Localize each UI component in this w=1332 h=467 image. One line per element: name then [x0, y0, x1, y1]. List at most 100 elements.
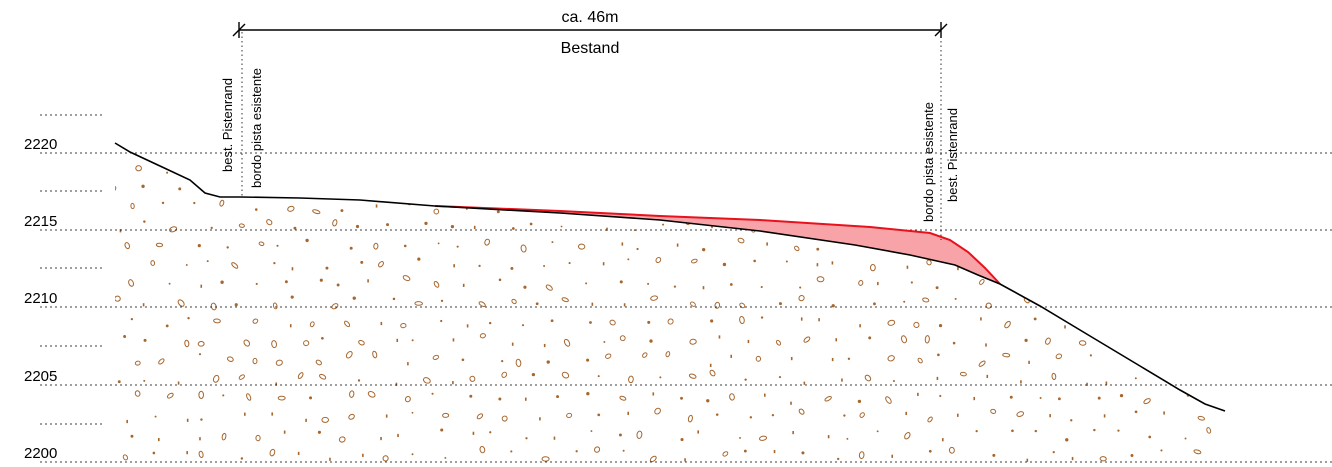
soil-pebble — [326, 190, 330, 194]
soil-pebble — [446, 182, 454, 187]
soil-pebble — [591, 302, 594, 306]
terrain-profile-line — [114, 142, 1226, 412]
soil-pebble — [887, 355, 895, 362]
soil-pebble — [746, 191, 749, 193]
soil-pebble — [1223, 373, 1225, 377]
soil-pebble — [358, 339, 365, 346]
soil-pebble — [197, 244, 201, 248]
soil-pebble — [969, 165, 972, 168]
soil-pebble — [479, 333, 486, 339]
soil-pebble — [551, 241, 554, 244]
soil-pebble — [355, 224, 360, 229]
soil-pebble — [957, 413, 959, 417]
soil-pebble — [827, 435, 830, 439]
soil-pebble — [329, 457, 331, 461]
soil-pebble — [1227, 181, 1233, 187]
soil-pebble — [531, 372, 536, 377]
soil-pebble — [410, 169, 413, 172]
soil-pebble — [378, 261, 384, 268]
soil-pebble — [101, 169, 103, 171]
soil-pebble — [1030, 204, 1034, 208]
soil-pebble — [184, 339, 190, 348]
soil-pebble — [272, 302, 278, 310]
soil-pebble — [238, 223, 245, 228]
soil-pebble — [520, 244, 527, 253]
soil-pebble — [1203, 185, 1209, 193]
soil-pebble — [1148, 247, 1151, 250]
soil-pebble — [546, 360, 550, 364]
soil-pebble — [954, 297, 957, 300]
soil-pebble — [112, 265, 114, 267]
soil-pebble — [273, 261, 276, 265]
soil-pebble — [98, 324, 101, 327]
soil-pebble — [523, 285, 527, 289]
soil-pebble — [209, 186, 216, 192]
soil-pebble — [535, 148, 538, 152]
soil-pebble — [293, 226, 297, 230]
soil-pebble — [975, 430, 978, 433]
soil-pebble — [1104, 340, 1107, 343]
soil-pebble — [737, 207, 739, 211]
soil-pebble — [469, 394, 473, 398]
soil-pebble — [1042, 225, 1045, 228]
soil-pebble — [985, 302, 992, 309]
soil-pebble — [597, 188, 604, 194]
soil-pebble — [594, 154, 597, 158]
soil-pebble — [1097, 243, 1104, 251]
soil-pebble — [105, 351, 113, 358]
soil-pebble — [801, 451, 805, 455]
soil-pebble — [585, 282, 588, 285]
soil-pebble — [1004, 320, 1011, 329]
soil-pebble — [755, 355, 762, 362]
soil-pebble — [284, 280, 288, 284]
soil-pebble — [557, 171, 560, 175]
soil-pebble — [501, 359, 504, 363]
soil-pebble — [684, 458, 686, 462]
soil-pebble — [1069, 165, 1073, 168]
soil-pebble — [255, 434, 261, 442]
soil-pebble — [575, 450, 578, 453]
soil-pebble — [111, 208, 113, 211]
soil-pebble — [111, 285, 113, 287]
soil-pebble — [338, 436, 346, 443]
soil-pebble — [689, 338, 697, 345]
soil-pebble — [345, 351, 353, 359]
soil-pebble — [794, 245, 800, 252]
soil-pebble — [417, 257, 421, 261]
soil-pebble — [649, 455, 657, 463]
soil-pebble — [442, 412, 450, 418]
soil-pebble — [667, 318, 674, 325]
soil-pebble — [1195, 260, 1201, 266]
soil-pebble — [762, 206, 766, 210]
soil-pebble — [542, 186, 544, 191]
soil-pebble — [519, 167, 523, 170]
soil-pebble — [513, 190, 516, 194]
added-fill-outline — [434, 205, 1001, 285]
soil-pebble — [501, 415, 508, 422]
soil-pebble — [543, 343, 546, 348]
soil-pebble — [1175, 164, 1183, 172]
soil-pebble — [1211, 247, 1215, 251]
soil-pebble — [846, 437, 849, 440]
soil-pebble — [1009, 395, 1013, 399]
soil-pebble — [340, 170, 343, 174]
soil-pebble — [466, 324, 469, 328]
soil-pebble — [154, 415, 157, 418]
soil-pebble — [407, 362, 409, 366]
soil-pebble — [792, 168, 795, 172]
soil-pebble — [319, 278, 323, 282]
soil-pebble — [336, 283, 340, 287]
soil-pebble — [563, 338, 571, 347]
soil-pebble — [823, 168, 827, 172]
soil-pebble — [837, 457, 840, 461]
soil-pebble — [1222, 265, 1225, 273]
soil-pebble — [1005, 199, 1014, 206]
soil-pebble — [185, 264, 188, 266]
soil-pebble — [855, 169, 859, 173]
soil-pebble — [1147, 358, 1154, 365]
soil-pebble — [1176, 379, 1179, 384]
soil-pebble — [952, 341, 956, 345]
soil-pebble — [128, 279, 135, 287]
soil-pebble — [668, 205, 670, 209]
soil-pebble — [652, 392, 655, 396]
